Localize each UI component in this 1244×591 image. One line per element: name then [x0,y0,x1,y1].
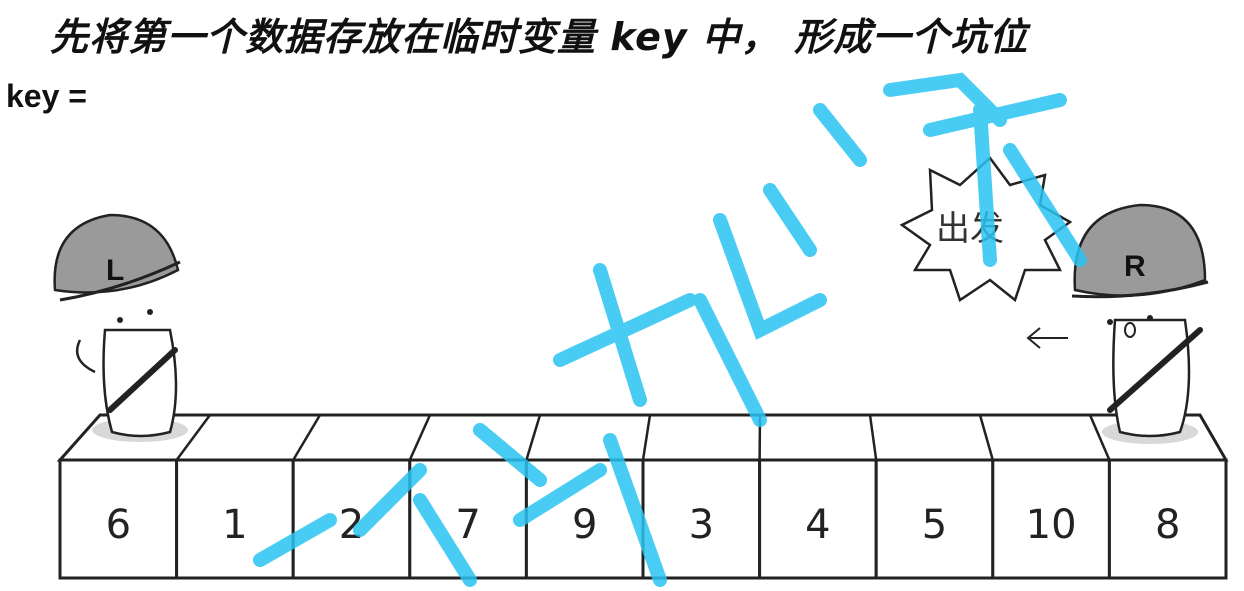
array-cell-value: 3 [689,502,714,548]
array-cell-value: 10 [1026,502,1077,548]
array-cell-value: 8 [1155,502,1180,548]
array-cell [58,458,179,580]
right-pointer-label: R [1124,250,1146,283]
array-cell-value: 1 [222,502,247,548]
array-cell-value: 5 [922,502,947,548]
array-cell-value: 2 [339,502,364,548]
array-cell-value: 4 [805,502,830,548]
key-variable-label: key = [6,78,87,114]
array-cell [991,458,1111,580]
array-cell [758,458,878,580]
left-pointer-label: L [106,254,124,287]
array-cell-value: 7 [455,502,480,548]
left-arrow-icon [1026,327,1068,349]
speech-bubble-text: 出发 [936,209,1004,249]
left-soldier [53,213,188,442]
array-cell-value: 9 [572,502,597,548]
array-cell-value: 6 [106,502,131,548]
right-soldier [1071,203,1209,444]
array-cell [1107,458,1228,580]
page-title: 先将第一个数据存放在临时变量 key 中， 形成一个坑位 [50,15,1029,59]
array-cells: 6 1 2 7 9 3 4 5 10 8 [58,458,1228,580]
array-cell [874,458,995,580]
